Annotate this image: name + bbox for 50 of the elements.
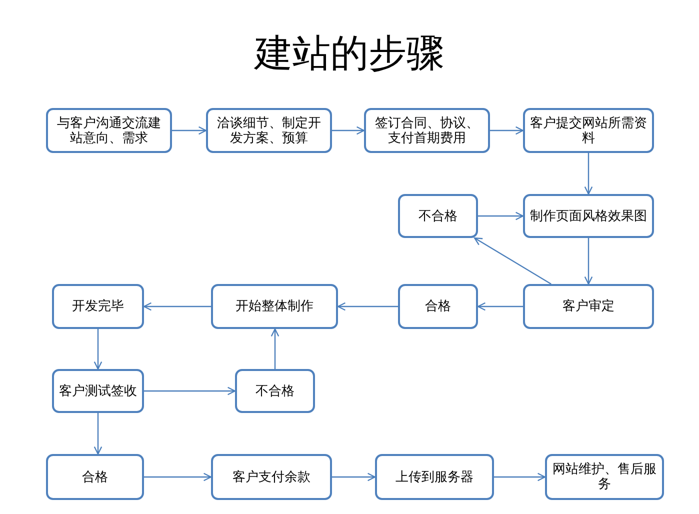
process-box: [375, 454, 494, 500]
arrow: [332, 126, 365, 135]
box-label: 合格: [81, 470, 109, 484]
arrow: [584, 238, 593, 285]
box-label: 开始整体制作: [234, 299, 314, 314]
box-label: 客户支付余款: [232, 470, 312, 484]
box-label: 客户提交网站所需资料: [529, 116, 648, 146]
process-box: [523, 284, 654, 329]
box-label: 不合格: [418, 208, 458, 224]
process-box: [46, 454, 144, 500]
title: 建站的步骤: [254, 30, 444, 77]
arrow: [94, 329, 102, 370]
box-label: 与客户沟通交流建站意向、需求: [56, 116, 162, 146]
arrow: [94, 413, 102, 455]
process-box: [46, 108, 172, 153]
box-label: 洽谈细节、制定开发方案、预算: [216, 116, 322, 146]
arrow: [337, 302, 398, 311]
arrow: [494, 472, 546, 482]
box-label: 客户审定: [562, 299, 616, 314]
process-box: [398, 284, 478, 329]
process-box: [52, 369, 144, 413]
box-label: 开发完毕: [71, 299, 125, 314]
process-box: [545, 454, 664, 500]
process-box: [523, 108, 654, 153]
process-box: [52, 284, 144, 329]
box-label: 制作页面风格效果图: [529, 208, 648, 224]
arrow: [270, 328, 280, 369]
arrow: [477, 302, 523, 311]
arrow: [584, 153, 593, 195]
box-label: 网站维护、售后服务: [552, 462, 658, 492]
arrow: [478, 212, 524, 220]
arrow: [474, 237, 552, 285]
process-box: [235, 369, 315, 413]
process-box: [211, 454, 332, 500]
arrow: [172, 126, 207, 135]
box-label: 不合格: [254, 384, 296, 398]
arrow: [144, 386, 236, 396]
box-label: 上传到服务器: [394, 470, 474, 484]
arrow: [332, 472, 376, 482]
arrow: [490, 126, 524, 135]
box-label: 签订合同、协议、支付首期费用: [374, 116, 480, 146]
process-box: [398, 194, 478, 238]
box-label: 合格: [424, 299, 452, 314]
arrow: [143, 302, 211, 311]
process-box: [206, 108, 332, 153]
process-box: [364, 108, 490, 153]
process-box: [523, 194, 654, 238]
box-label: 客户测试签收: [58, 384, 138, 398]
arrow: [144, 472, 212, 482]
process-box: [211, 284, 338, 329]
